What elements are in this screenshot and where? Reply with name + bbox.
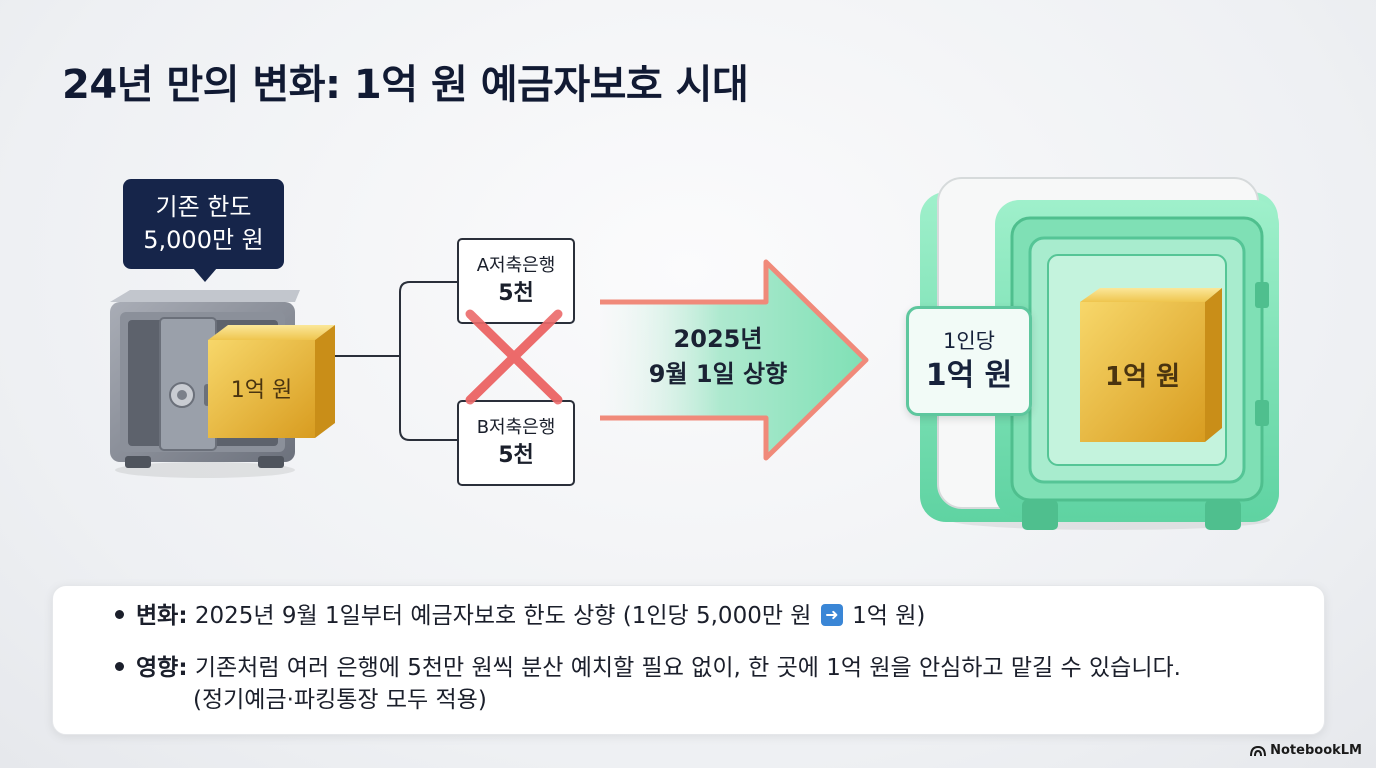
bullet-subnote: (정기예금·파킹통장 모두 적용): [193, 687, 487, 713]
bank-box-a: A저축은행 5천: [457, 238, 575, 324]
branch-connector-lines: [335, 281, 457, 441]
page-title: 24년 만의 변화: 1억 원 예금자보호 시대: [62, 62, 749, 108]
bank-amount: 5천: [498, 281, 534, 306]
bullet-dot: [115, 610, 124, 619]
bullet-text: 기존처럼 여러 은행에 5천만 원씩 분산 예치할 필요 없이, 한 곳에 1억…: [194, 655, 1181, 681]
bullet-text: 2025년 9월 1일부터 예금자보호 한도 상향 (1인당 5,000만 원: [194, 603, 812, 629]
arrow-label-date: 9월 1일 상향: [648, 360, 788, 388]
old-safe-icon: [110, 290, 335, 478]
bank-name: A저축은행: [476, 255, 556, 276]
summary-panel: 변화: 2025년 9월 1일부터 예금자보호 한도 상향 (1인당 5,000…: [52, 585, 1325, 735]
bank-amount: 5천: [498, 443, 534, 468]
old-gold-label: 1억 원: [230, 378, 293, 403]
old-limit-value: 5,000만 원: [143, 226, 264, 254]
bullet-dot: [115, 662, 124, 671]
bank-box-b: B저축은행 5천: [457, 400, 575, 486]
per-person-label: 1인당: [942, 329, 995, 353]
per-person-value: 1억 원: [925, 358, 1013, 393]
new-safe-icon: [920, 177, 1279, 530]
cross-x-overlay-icon: [465, 309, 563, 405]
bullet-change: 변화: 2025년 9월 1일부터 예금자보호 한도 상향 (1인당 5,000…: [115, 600, 925, 632]
old-limit-label: 기존 한도: [155, 193, 252, 221]
increase-arrow-icon: [600, 259, 869, 461]
right-arrow-emoji-icon: ➜: [820, 603, 843, 626]
bullet-label: 변화:: [136, 603, 188, 629]
bank-name: B저축은행: [476, 417, 556, 438]
bullet-text-after: 1억 원): [852, 603, 926, 629]
notebooklm-logo-icon: [1250, 745, 1267, 756]
brand-watermark: NotebookLM: [1250, 743, 1362, 758]
old-limit-callout: 기존 한도 5,000만 원: [123, 179, 284, 282]
per-person-badge: 1인당 1억 원: [906, 306, 1032, 416]
arrow-label-year: 2025년: [673, 325, 763, 353]
new-gold-label: 1억 원: [1105, 362, 1180, 392]
arrow-label: 2025년 9월 1일 상향: [628, 322, 808, 392]
brand-name: NotebookLM: [1270, 743, 1362, 758]
bullet-impact: 영향: 기존처럼 여러 은행에 5천만 원씩 분산 예치할 필요 없이, 한 곳…: [115, 652, 1181, 684]
bullet-label: 영향:: [136, 655, 188, 681]
